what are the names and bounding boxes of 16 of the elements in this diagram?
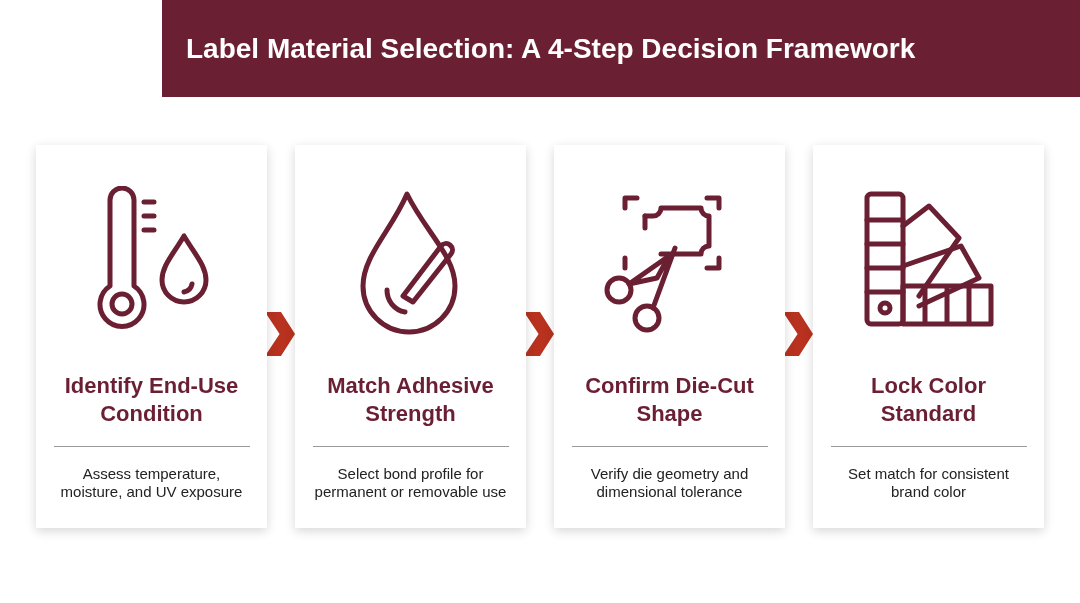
- chevron-arrow: [783, 312, 813, 356]
- step-description: Verify die geometry and dimensional tolerance: [589, 465, 750, 501]
- title: Label Material Selection: A 4-Step Decision Framework: [186, 32, 916, 65]
- step-card: [554, 145, 785, 528]
- step-title: Confirm Die-Cut Shape: [584, 372, 755, 428]
- step-card: [813, 145, 1044, 528]
- step-description: Set match for consistent brand color: [847, 465, 1010, 501]
- step-title: Lock Color Standard: [870, 372, 987, 428]
- step-card: [36, 145, 267, 528]
- step-description: Assess temperature, moisture, and UV exposure: [59, 465, 244, 501]
- chevron-arrow: [524, 312, 554, 356]
- chevron-arrow: [265, 312, 295, 356]
- step-card: [295, 145, 526, 528]
- step-title: Match Adhesive Strength: [326, 372, 495, 428]
- step-description: Select bond profile for permanent or removable use: [313, 465, 508, 501]
- step-title: Identify End-Use Condition: [63, 372, 240, 428]
